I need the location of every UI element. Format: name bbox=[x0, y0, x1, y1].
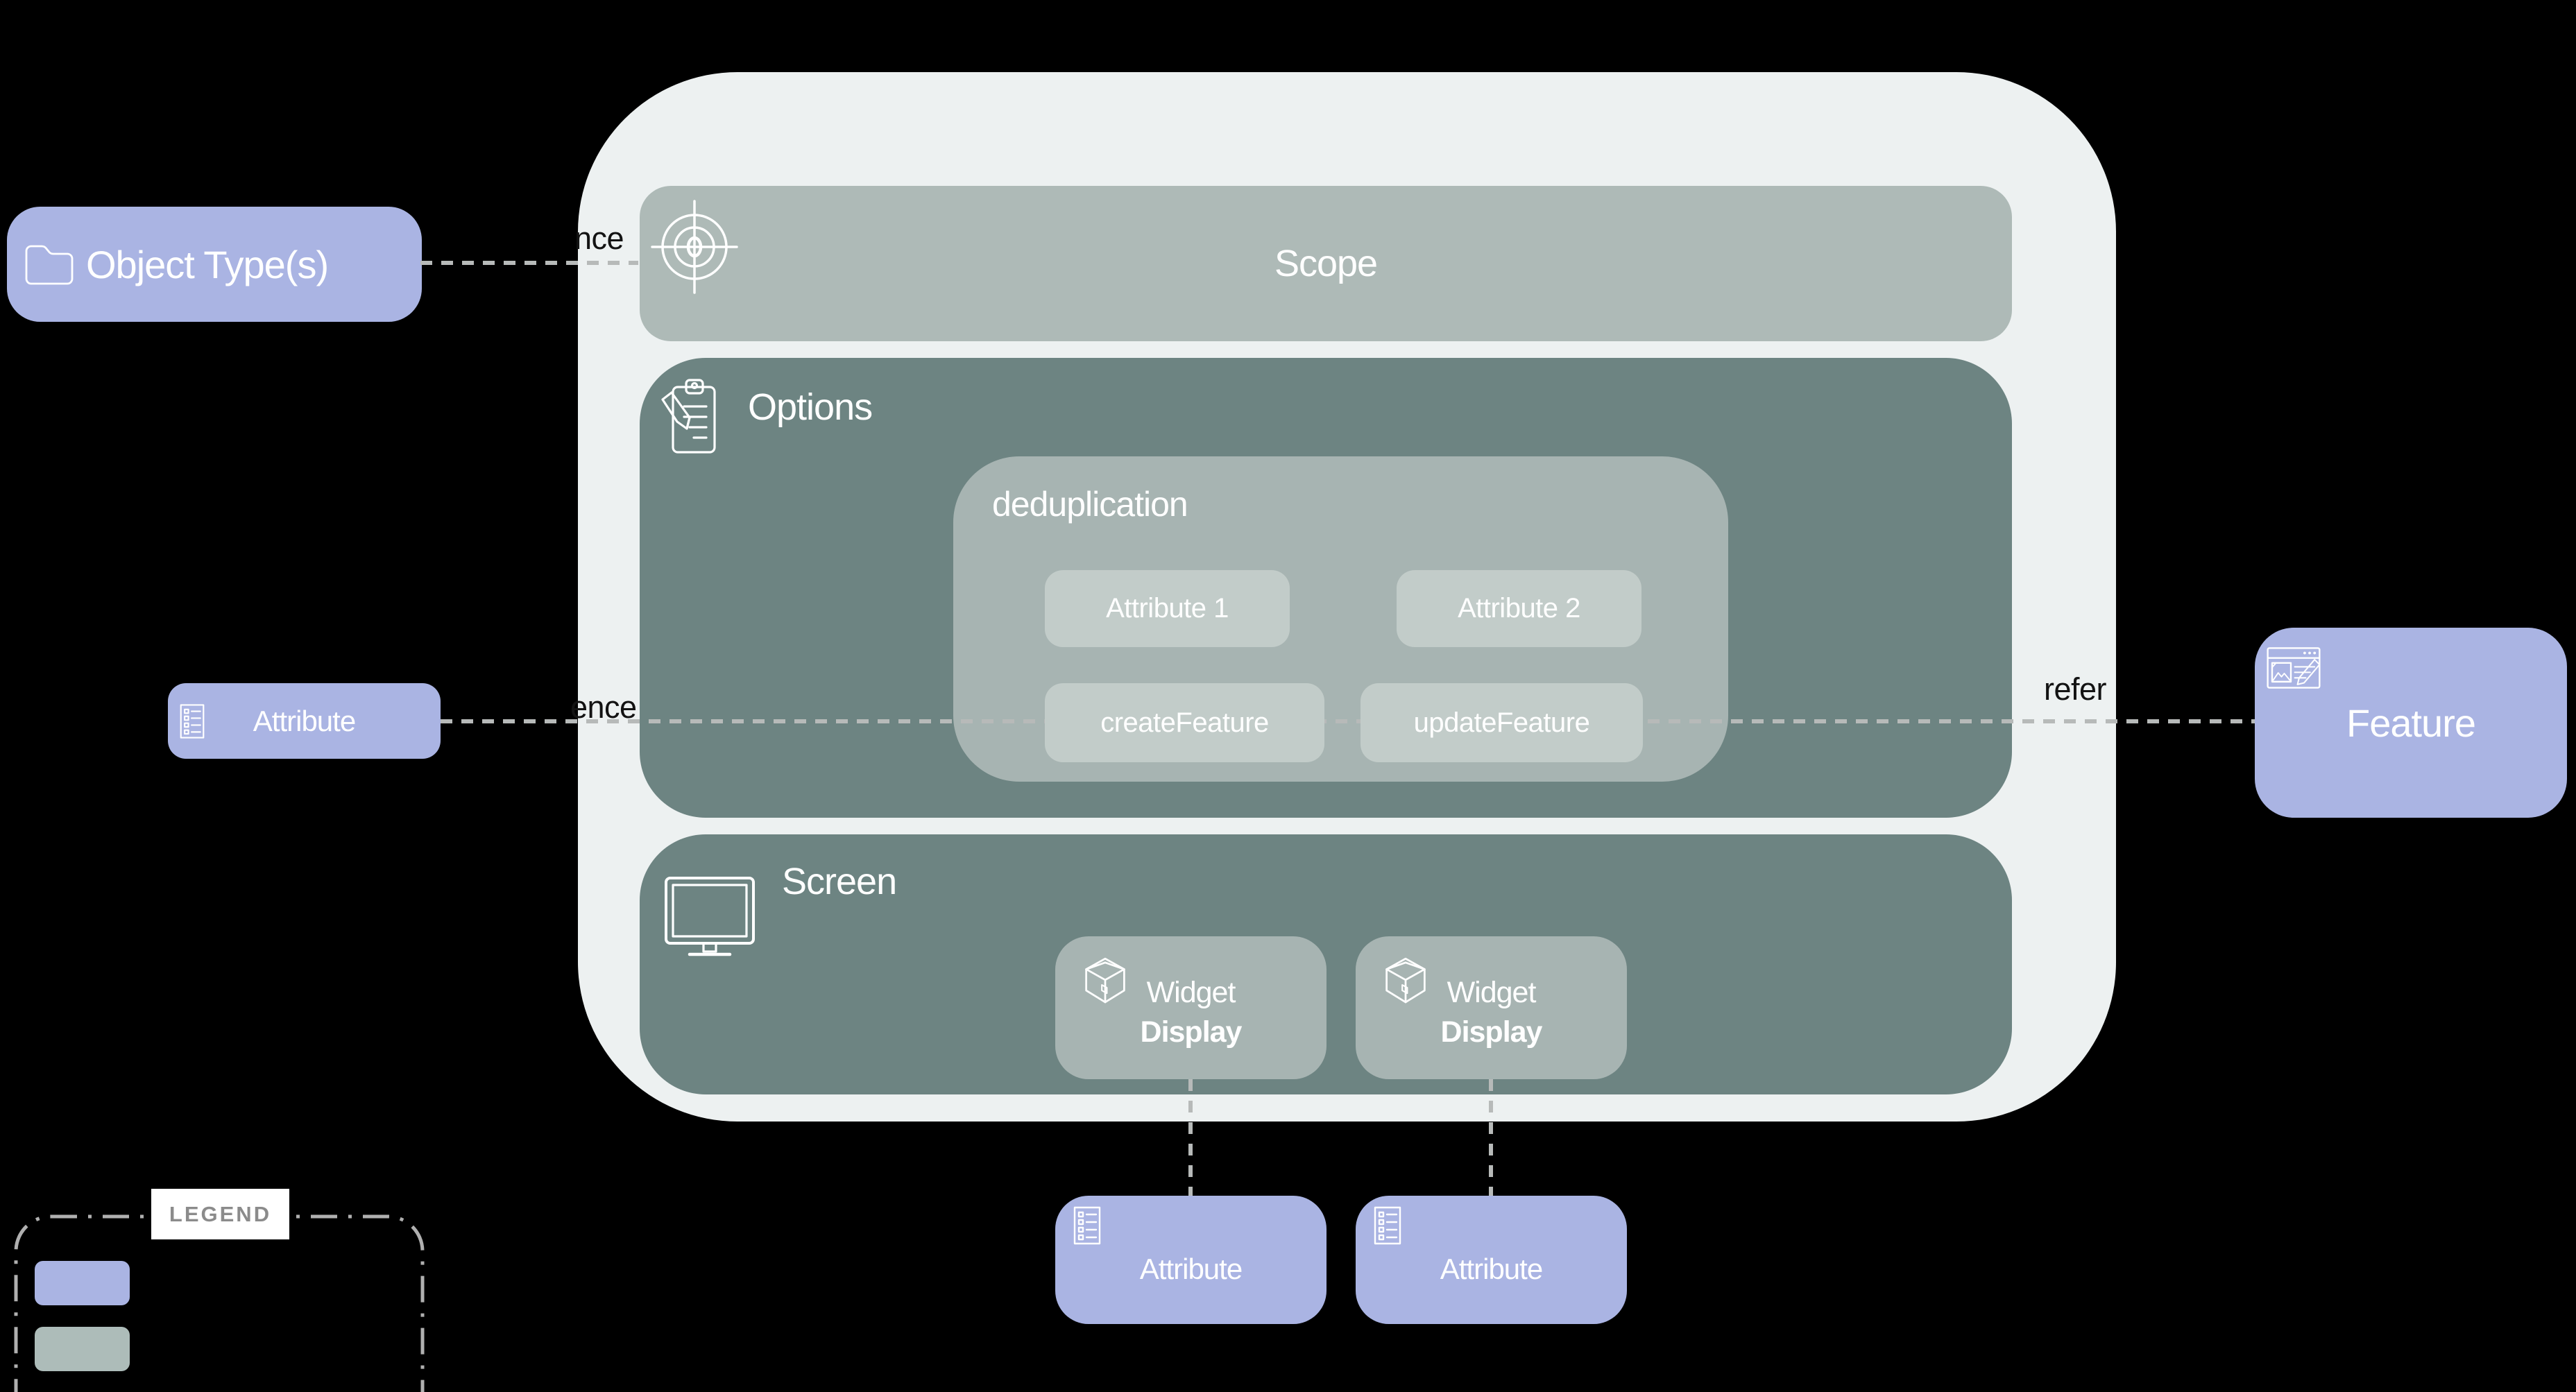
scope-section: Scope bbox=[640, 186, 2012, 341]
legend-title-box: LEGEND bbox=[151, 1189, 289, 1239]
widget-2-title: Widget bbox=[1447, 976, 1537, 1009]
options-label: Options bbox=[748, 386, 873, 428]
widget-1-subtitle: Display bbox=[1140, 1015, 1243, 1049]
screen-label: Screen bbox=[782, 861, 897, 902]
chip-attribute-2: Attribute 2 bbox=[1397, 570, 1641, 647]
connector-label-top: nce bbox=[574, 221, 624, 256]
deduplication-label: deduplication bbox=[992, 485, 1188, 524]
chip-update-feature-label: updateFeature bbox=[1413, 707, 1590, 738]
chip-create-feature-label: createFeature bbox=[1100, 707, 1269, 738]
connector-widget1-attribute bbox=[1188, 1079, 1193, 1197]
scope-label: Scope bbox=[1274, 243, 1378, 284]
chip-attribute-1-label: Attribute 1 bbox=[1106, 593, 1229, 624]
object-type-node: Object Type(s) bbox=[7, 207, 422, 322]
connector-attribute-feature bbox=[441, 719, 2255, 723]
list-icon bbox=[1373, 1205, 1402, 1246]
chip-attribute-2-label: Attribute 2 bbox=[1458, 593, 1580, 624]
chip-attribute-1: Attribute 1 bbox=[1045, 570, 1290, 647]
attribute-left-label: Attribute bbox=[253, 704, 356, 737]
legend-swatch-entity bbox=[35, 1261, 130, 1305]
package-icon bbox=[1082, 956, 1128, 1008]
monitor-icon bbox=[663, 875, 756, 957]
legend-title: LEGEND bbox=[169, 1201, 272, 1226]
widget-2-subtitle: Display bbox=[1440, 1015, 1543, 1049]
widget-1-title: Widget bbox=[1146, 976, 1236, 1009]
widget-display-2: Widget Display bbox=[1356, 936, 1627, 1079]
list-icon bbox=[179, 699, 205, 744]
connector-objecttype-scope bbox=[420, 261, 638, 265]
connector-widget2-attribute bbox=[1489, 1079, 1493, 1197]
folder-icon bbox=[24, 243, 75, 285]
object-type-label: Object Type(s) bbox=[86, 242, 329, 286]
attribute-left-node: Attribute bbox=[168, 683, 441, 759]
feature-form-icon bbox=[2266, 646, 2321, 689]
legend-swatch-section bbox=[35, 1327, 130, 1371]
attribute-bottom-1-label: Attribute bbox=[1139, 1252, 1243, 1285]
package-icon bbox=[1383, 956, 1428, 1008]
chip-update-feature: updateFeature bbox=[1360, 683, 1643, 762]
chip-create-feature: createFeature bbox=[1045, 683, 1324, 762]
connector-label-right: refer bbox=[2044, 671, 2107, 707]
target-icon bbox=[651, 200, 738, 294]
feature-node: Feature bbox=[2255, 628, 2567, 818]
clipboard-pencil-icon bbox=[658, 376, 724, 458]
attribute-bottom-2-label: Attribute bbox=[1440, 1252, 1543, 1285]
connector-label-middle: ence bbox=[570, 689, 637, 725]
feature-label: Feature bbox=[2346, 701, 2476, 745]
widget-display-1: Widget Display bbox=[1055, 936, 1327, 1079]
list-icon bbox=[1073, 1205, 1102, 1246]
